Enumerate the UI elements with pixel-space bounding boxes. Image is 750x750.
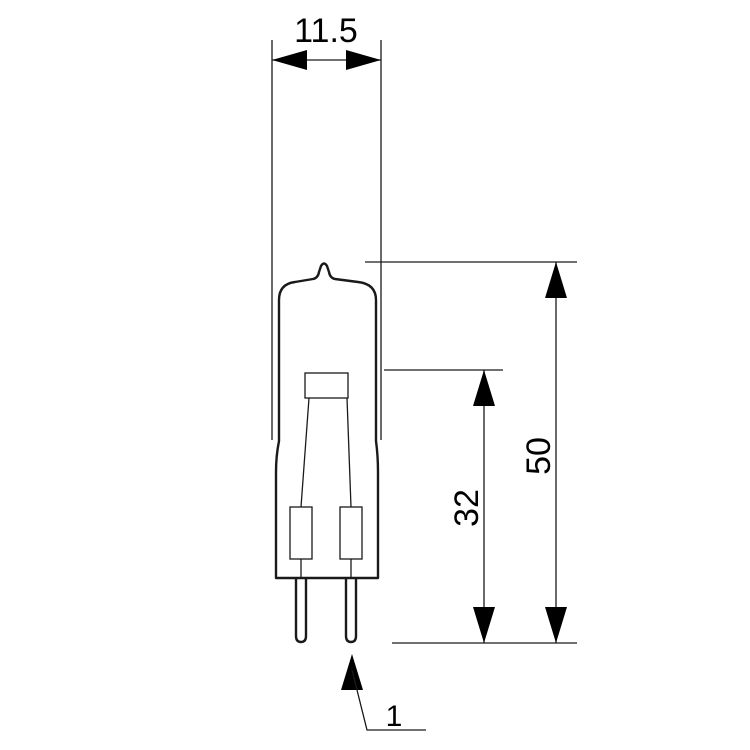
light-center-height-label: 32: [448, 489, 486, 527]
lamp-outline: [274, 262, 380, 644]
lead-wire-left: [300, 397, 310, 508]
light-center-arrow-bottom: [473, 607, 495, 643]
callout-1: 1: [341, 654, 426, 733]
width-dimension-label: 11.5: [294, 12, 358, 50]
filament-block: [304, 372, 349, 399]
lamp-envelope: [274, 262, 380, 580]
seal-foil-left: [289, 506, 313, 560]
callout-leader-line: [351, 669, 426, 731]
total-height-arrow-bottom: [545, 607, 567, 643]
width-dimension: 11.5: [271, 12, 382, 440]
pin-left: [294, 578, 308, 644]
total-height-dimension: 50: [365, 261, 577, 644]
lead-wire-right: [346, 397, 352, 508]
total-height-label: 50: [520, 437, 558, 475]
light-center-dimension: 32: [384, 369, 503, 643]
light-center-arrow-top: [473, 370, 495, 406]
seal-foil-right: [339, 506, 363, 560]
width-arrow-left: [272, 50, 307, 70]
pin-right: [344, 578, 358, 644]
total-height-arrow-top: [545, 262, 567, 298]
width-arrow-right: [346, 50, 381, 70]
callout-label: 1: [386, 700, 403, 733]
